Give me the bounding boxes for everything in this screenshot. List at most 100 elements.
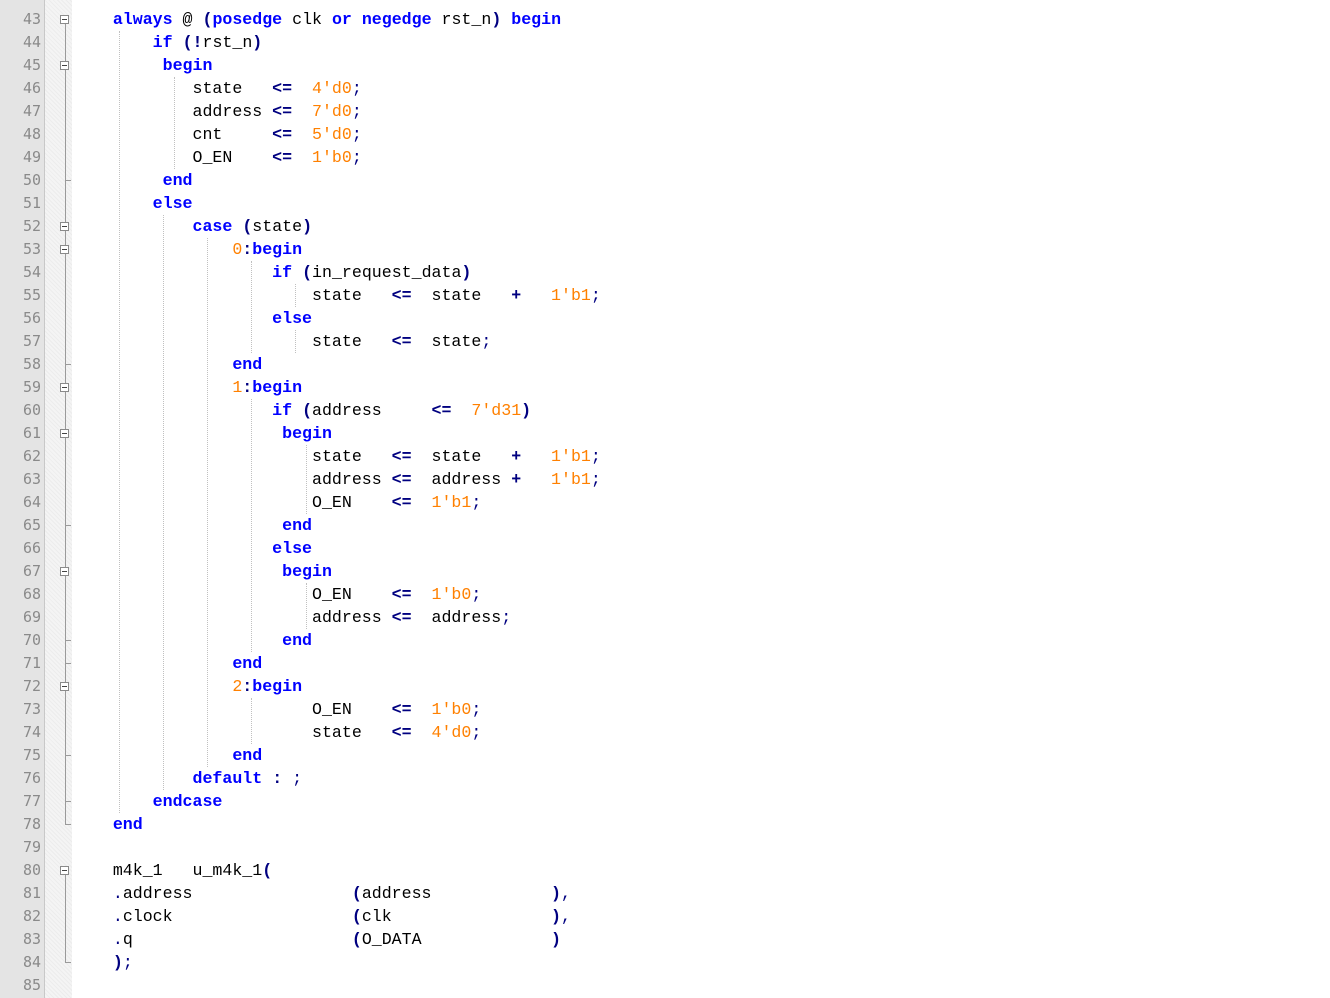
code-line[interactable]: endcase — [73, 790, 223, 813]
code-token — [73, 585, 312, 604]
code-line[interactable]: default : ; — [73, 767, 303, 790]
line-number: 62 — [22, 447, 41, 465]
code-token: endcase — [152, 792, 223, 811]
code-token — [73, 447, 312, 466]
code-token: negedge — [361, 10, 432, 29]
code-token — [73, 355, 232, 374]
fold-toggle-icon[interactable] — [60, 429, 69, 438]
code-line[interactable]: address <= address; — [73, 606, 511, 629]
code-line[interactable]: end — [73, 353, 262, 376]
code-line[interactable]: end — [73, 629, 312, 652]
indent-guide — [306, 583, 307, 629]
code-token: rst_n — [431, 10, 492, 29]
fold-toggle-icon[interactable] — [60, 245, 69, 254]
code-token: begin — [162, 56, 213, 75]
code-token: cnt — [192, 125, 273, 144]
fold-toggle-icon[interactable] — [60, 682, 69, 691]
line-number: 76 — [22, 769, 41, 787]
code-line[interactable]: O_EN <= 1'b0; — [73, 583, 481, 606]
code-token — [73, 56, 163, 75]
code-token: in_request_data — [312, 263, 462, 282]
line-number: 78 — [22, 815, 41, 833]
code-line[interactable]: begin — [73, 422, 332, 445]
code-line[interactable]: end — [73, 169, 193, 192]
code-token: ) — [461, 263, 472, 282]
indent-guide — [163, 215, 164, 790]
code-line[interactable]: else — [73, 537, 312, 560]
code-line[interactable]: address <= 7'd0; — [73, 100, 362, 123]
code-line[interactable]: always @ (posedge clk or negedge rst_n) … — [73, 8, 561, 31]
code-line[interactable]: end — [73, 652, 262, 675]
code-token — [73, 79, 193, 98]
code-token — [73, 677, 232, 696]
code-token — [521, 447, 551, 466]
code-token: clock — [122, 907, 352, 926]
code-token: rst_n — [202, 33, 253, 52]
code-token — [282, 769, 292, 788]
code-line[interactable]: ); — [73, 951, 133, 974]
fold-end-marker — [65, 962, 71, 963]
line-number: 77 — [22, 792, 41, 810]
code-token — [73, 654, 232, 673]
code-line[interactable]: address <= address + 1'b1; — [73, 468, 601, 491]
code-line[interactable]: 1:begin — [73, 376, 302, 399]
fold-toggle-icon[interactable] — [60, 222, 69, 231]
code-line[interactable]: O_EN <= 1'b0; — [73, 698, 481, 721]
fold-end-marker — [65, 663, 71, 664]
fold-toggle-icon[interactable] — [60, 866, 69, 875]
code-token: <= — [272, 79, 293, 98]
code-line[interactable]: if (in_request_data) — [73, 261, 471, 284]
code-token: <= — [272, 148, 293, 167]
code-line[interactable]: state <= state + 1'b1; — [73, 284, 601, 307]
code-line[interactable]: end — [73, 744, 262, 767]
code-token — [73, 401, 272, 420]
code-token — [73, 332, 312, 351]
code-line[interactable]: state <= 4'd0; — [73, 77, 362, 100]
code-line[interactable]: 2:begin — [73, 675, 302, 698]
code-line[interactable]: .clock (clk ), — [73, 905, 571, 928]
code-token — [292, 148, 312, 167]
code-line[interactable]: begin — [73, 560, 332, 583]
fold-toggle-icon[interactable] — [60, 567, 69, 576]
code-line[interactable]: O_EN <= 1'b0; — [73, 146, 362, 169]
code-token — [73, 539, 272, 558]
code-line[interactable]: end — [73, 813, 143, 836]
code-token — [73, 33, 153, 52]
code-token — [73, 493, 312, 512]
code-line[interactable]: else — [73, 192, 193, 215]
code-token: begin — [282, 424, 332, 443]
fold-toggle-icon[interactable] — [60, 383, 69, 392]
code-token — [73, 217, 193, 236]
code-line[interactable]: state <= state; — [73, 330, 491, 353]
code-line[interactable]: else — [73, 307, 312, 330]
code-line[interactable]: state <= state + 1'b1; — [73, 445, 601, 468]
fold-toggle-icon[interactable] — [60, 61, 69, 70]
code-token: else — [272, 539, 313, 558]
code-line[interactable]: .address (address ), — [73, 882, 571, 905]
code-line[interactable]: case (state) — [73, 215, 313, 238]
code-line[interactable]: begin — [73, 54, 213, 77]
line-number: 56 — [22, 309, 41, 327]
indent-guide — [174, 77, 175, 169]
code-token: always — [112, 10, 173, 29]
code-line[interactable]: 0:begin — [73, 238, 302, 261]
code-token: ) — [252, 33, 263, 52]
code-line[interactable]: end — [73, 514, 312, 537]
code-token: <= — [391, 286, 412, 305]
code-token: + — [511, 470, 522, 489]
code-line[interactable]: state <= 4'd0; — [73, 721, 481, 744]
code-line[interactable]: O_EN <= 1'b1; — [73, 491, 481, 514]
line-number: 74 — [22, 723, 41, 741]
code-line[interactable]: if (!rst_n) — [73, 31, 263, 54]
line-number: 69 — [22, 608, 41, 626]
fold-toggle-icon[interactable] — [60, 15, 69, 24]
code-token: : — [242, 677, 253, 696]
code-line[interactable]: cnt <= 5'd0; — [73, 123, 362, 146]
code-line[interactable]: .q (O_DATA ) — [73, 928, 561, 951]
code-token — [262, 769, 272, 788]
code-line[interactable]: m4k_1 u_m4k_1( — [73, 859, 272, 882]
line-number: 44 — [22, 33, 41, 51]
code-line[interactable]: if (address <= 7'd31) — [73, 399, 531, 422]
code-token: if — [152, 33, 173, 52]
